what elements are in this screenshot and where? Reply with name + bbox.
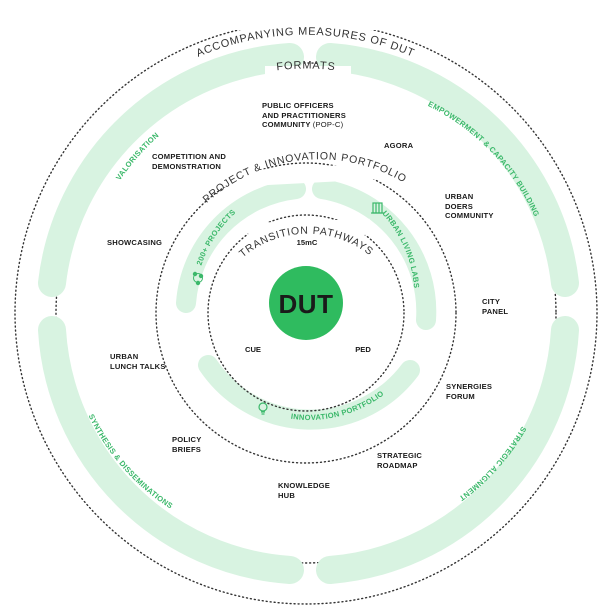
format-synergies: SYNERGIES FORUM (446, 382, 493, 401)
format-knowledge-hub: KNOWLEDGE HUB (278, 481, 331, 500)
formats-dotted-ring (55, 62, 557, 564)
pathway-15mc: 15mC (297, 238, 318, 247)
format-lunch-talks: URBAN LUNCH TALKS (110, 352, 166, 371)
band-empowerment (316, 43, 579, 297)
format-competition: COMPETITION AND DEMONSTRATION (152, 152, 227, 171)
pathway-cue: CUE (245, 345, 261, 354)
formats-title: FORMATS (276, 60, 336, 74)
band-innovation (198, 355, 420, 430)
format-city-panel: CITY PANEL (482, 297, 509, 316)
band-projects (176, 179, 306, 313)
band-synthesis (38, 316, 304, 584)
portfolio-dotted-ring (155, 162, 457, 464)
pathways-dotted-ring (207, 214, 405, 412)
building-icon (371, 202, 384, 214)
band-valorisation (38, 43, 304, 297)
band-living-labs (312, 179, 437, 330)
format-policy-briefs: POLICY BRIEFS (172, 435, 202, 454)
format-urban-doers: URBAN DOERS COMMUNITY (445, 192, 494, 221)
measure-bands (38, 43, 579, 584)
portfolio-bands (176, 179, 437, 430)
dut-logo: DUT (279, 289, 334, 319)
lightbulb-icon (258, 402, 268, 415)
format-agora: AGORA (384, 141, 414, 150)
format-showcasing: SHOWCASING (107, 238, 163, 247)
dut-logo-circle (269, 266, 343, 340)
outer-dotted-ring (14, 21, 598, 605)
pathway-ped: PED (355, 345, 371, 354)
people-group-icon (192, 271, 204, 286)
band-strategic (316, 316, 579, 584)
format-popc: PUBLIC OFFICERS AND PRACTITIONERS COMMUN… (262, 101, 346, 130)
format-roadmap: STRATEGIC ROADMAP (377, 451, 423, 470)
